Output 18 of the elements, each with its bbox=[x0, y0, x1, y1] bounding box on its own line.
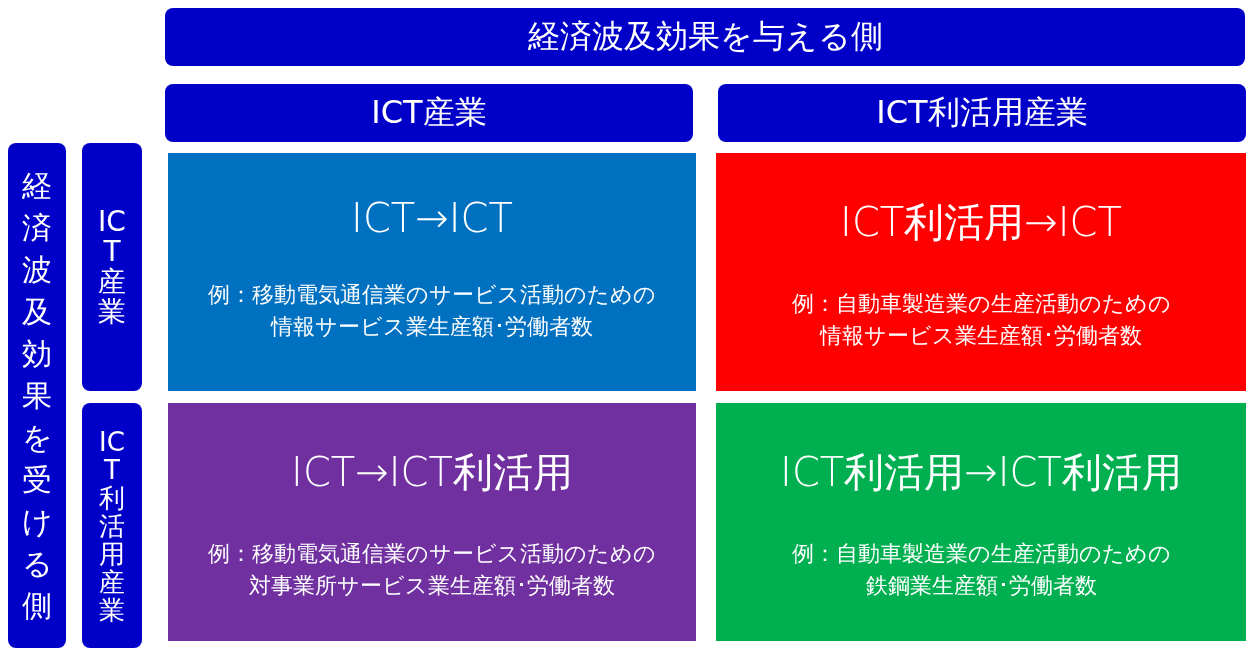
example-text: 例：移動電気通信業のサービス活動のための対事業所サービス業生産額･労働者数 bbox=[207, 540, 657, 600]
header-band: ICT産業 bbox=[82, 143, 142, 391]
example-text: 例：自動車製造業の生産活動のための鉄鋼業生産額･労働者数 bbox=[790, 540, 1172, 600]
header-band: ICT利活用産業 bbox=[718, 84, 1246, 142]
quadrant-panel bbox=[716, 153, 1246, 391]
header-band: ICT利活用産業 bbox=[82, 403, 142, 648]
quadrant-title: ICT→ICT利活用 bbox=[291, 448, 573, 497]
example-text: 例：移動電気通信業のサービス活動のための情報サービス業生産額･労働者数 bbox=[207, 281, 657, 341]
example-text: 例：自動車製造業の生産活動のための情報サービス業生産額･労働者数 bbox=[790, 290, 1172, 350]
quadrant-panel bbox=[716, 403, 1246, 641]
header-band: ICT産業 bbox=[165, 84, 693, 142]
header-band: 経済波及効果を受ける側 bbox=[8, 143, 66, 648]
quadrant-panel bbox=[168, 403, 696, 641]
quadrant-title: ICT→ICT bbox=[351, 195, 513, 241]
quadrant-title: ICT利活用→ICT利活用 bbox=[780, 448, 1182, 497]
quadrant-panel bbox=[168, 153, 696, 391]
header-band: 経済波及効果を与える側 bbox=[165, 8, 1245, 66]
quadrant-title: ICT利活用→ICT bbox=[840, 198, 1122, 247]
